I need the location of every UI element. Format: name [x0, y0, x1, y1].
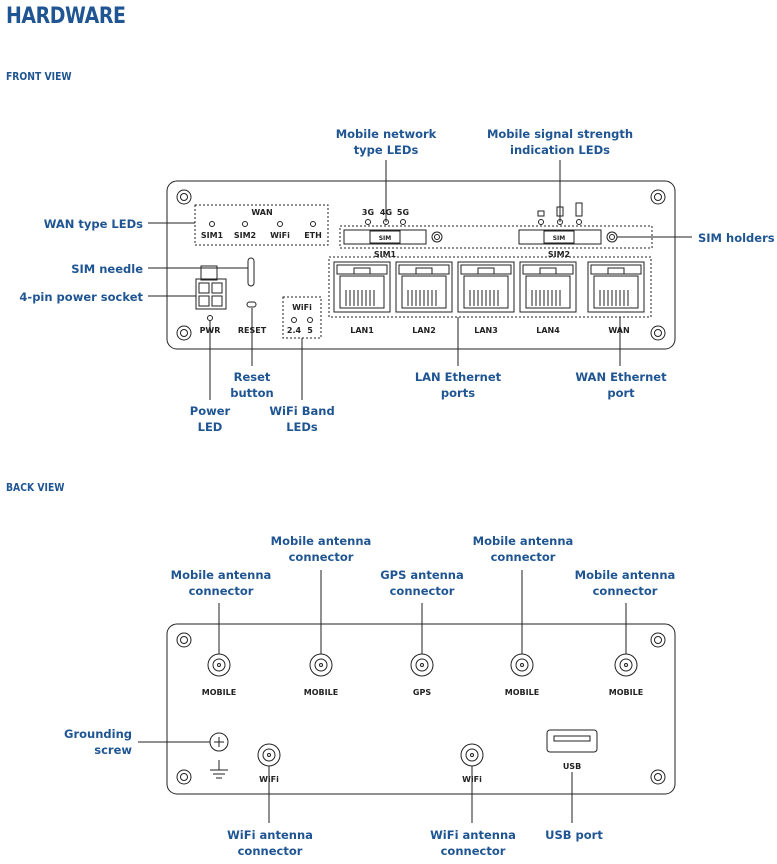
sim-area: [339, 225, 653, 249]
sim1-slot: [369, 230, 401, 244]
power-socket: [195, 265, 227, 310]
mobile-connector-3[interactable]: [510, 653, 534, 677]
lan3-label: LAN3: [474, 326, 498, 335]
usb-label: USB: [563, 762, 581, 771]
front-panel: [166, 180, 676, 350]
wan-led-sim2: SIM2: [234, 231, 256, 240]
ethernet-ports: [333, 261, 645, 313]
back-device-labels: MOBILE MOBILE GPS MOBILE MOBILE WiFi WiF…: [202, 688, 643, 784]
front-view-heading: FRONT VIEW: [6, 70, 72, 83]
antenna-connectors: [207, 653, 638, 767]
mobile-connector-2[interactable]: [309, 653, 333, 677]
mobile-connector-4[interactable]: [614, 653, 638, 677]
wifi-label-1: WiFi: [259, 775, 279, 784]
gps-connector[interactable]: [410, 653, 434, 677]
lan1-port[interactable]: [333, 261, 391, 313]
wifi-led-label: WiFi: [292, 303, 312, 312]
reset-label: RESET: [238, 326, 267, 335]
lan4-label: LAN4: [536, 326, 560, 335]
wifi-band-5: 5: [307, 326, 313, 335]
led-5g: 5G: [397, 208, 409, 217]
wan-led-eth: ETH: [304, 231, 322, 240]
usb-port[interactable]: [546, 729, 598, 753]
mobile-label-1: MOBILE: [202, 688, 236, 697]
sim2-label: SIM2: [548, 250, 570, 259]
wan-led-wifi: WiFi: [270, 231, 290, 240]
pwr-label: PWR: [200, 326, 221, 335]
sim-needle[interactable]: [247, 257, 255, 287]
wifi-band-24: 2.4: [287, 326, 302, 335]
signal-strength-leds: [537, 202, 583, 225]
callout-wan-type-leds: WAN type LEDs: [44, 217, 143, 231]
power-led: [207, 315, 213, 321]
callout-usb-port: USB port: [545, 828, 603, 842]
sim1-slot-label: SIM: [379, 235, 392, 242]
network-type-led-dots: [365, 219, 406, 225]
mobile-connector-1[interactable]: [207, 653, 231, 677]
lan3-port[interactable]: [457, 261, 515, 313]
wifi-connector-2[interactable]: [460, 743, 484, 767]
wan-port-label: WAN: [608, 326, 629, 335]
lan4-port[interactable]: [519, 261, 577, 313]
mobile-label-4: MOBILE: [609, 688, 643, 697]
ethernet-area: [328, 256, 652, 318]
wan-type-leds: [209, 221, 316, 227]
mobile-label-3: MOBILE: [505, 688, 539, 697]
sim1-holder[interactable]: [343, 229, 427, 245]
wifi-connector-1[interactable]: [257, 743, 281, 767]
wan-led-group: [194, 204, 329, 246]
lan2-port[interactable]: [395, 261, 453, 313]
back-panel: [166, 623, 676, 795]
wan-led-sim1: SIM1: [201, 231, 224, 240]
front-device-labels: WAN SIM1 SIM2 WiFi ETH 3G 4G 5G SIM SIM …: [200, 208, 630, 335]
sim2-slot-label: SIM: [553, 235, 566, 242]
ground-symbol-icon: [210, 760, 228, 779]
wan-group-label: WAN: [251, 208, 272, 217]
sim2-slot: [543, 230, 575, 244]
sim2-holder[interactable]: [518, 229, 602, 245]
callout-power-socket: 4-pin power socket: [19, 290, 143, 304]
led-4g: 4G: [380, 208, 392, 217]
mobile-label-2: MOBILE: [304, 688, 338, 697]
reset-button[interactable]: [246, 301, 257, 308]
sim2-screw: [606, 231, 618, 243]
callout-sim-needle: SIM needle: [71, 262, 143, 276]
sim1-label: SIM1: [374, 250, 397, 259]
back-view-heading: BACK VIEW: [6, 481, 65, 494]
grounding-screw[interactable]: [209, 732, 229, 752]
lan1-label: LAN1: [350, 326, 374, 335]
led-3g: 3G: [362, 208, 374, 217]
page-title: HARDWARE: [6, 4, 126, 29]
back-corner-screws: [176, 632, 666, 785]
sim1-screw: [431, 231, 443, 243]
callout-sim-holders: SIM holders: [698, 231, 775, 245]
front-corner-screws: [176, 189, 666, 341]
wifi-label-2: WiFi: [462, 775, 482, 784]
lan2-label: LAN2: [412, 326, 436, 335]
gps-label: GPS: [413, 688, 431, 697]
callout-leaders: [138, 160, 692, 823]
wan-port[interactable]: [587, 261, 645, 313]
